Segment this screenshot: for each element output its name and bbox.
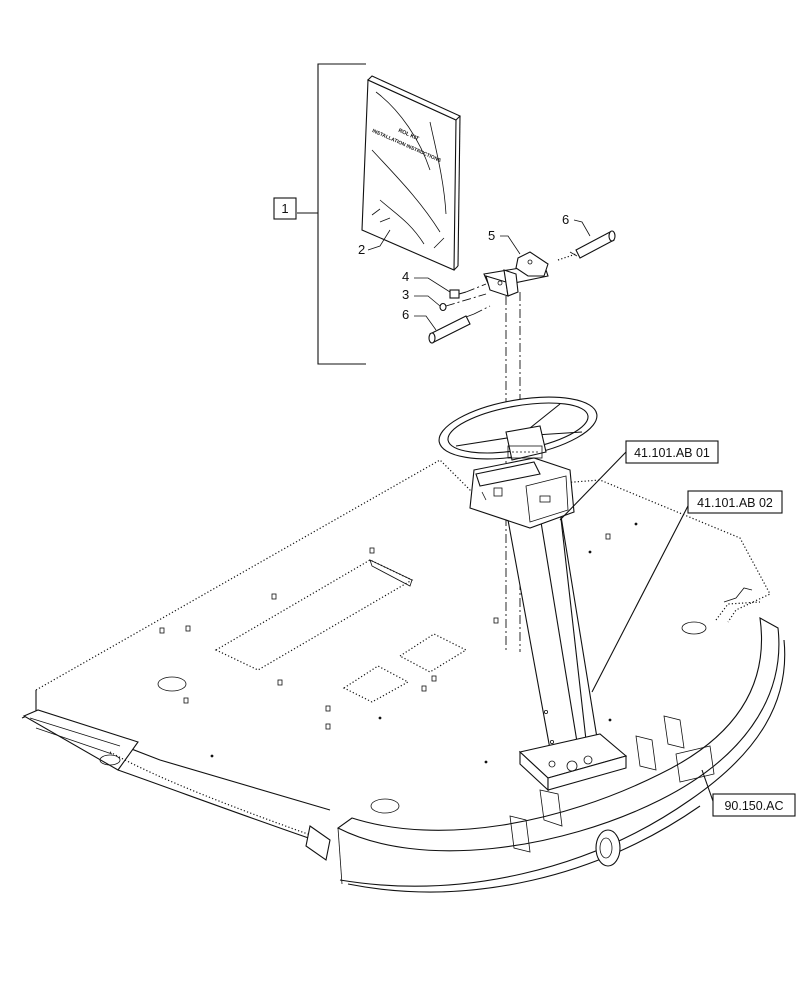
reference-90-150-ac[interactable]: 90.150.AC [712,793,796,817]
callout-1[interactable]: 1 [273,197,297,220]
svg-text:2: 2 [358,242,365,257]
callout-3[interactable]: 3 [402,287,441,307]
svg-text:6: 6 [402,307,409,322]
svg-text:3: 3 [402,287,409,302]
callout-4[interactable]: 4 [402,269,451,293]
reference-41-101-ab-01[interactable]: 41.101.AB 01 [625,440,719,464]
reference-41-101-ab-02[interactable]: 41.101.AB 02 [687,490,783,514]
svg-text:41.101.AB 02: 41.101.AB 02 [697,496,773,510]
svg-text:4: 4 [402,269,409,284]
instruction-manual: ROL KIT INSTALLATION INSTRUCTIONS [361,75,461,271]
callout-6-upper[interactable]: 6 [562,212,591,237]
callout-5[interactable]: 5 [488,228,521,255]
bolt [449,283,487,299]
mower-deck [21,459,786,893]
pivot-pin-lower [428,305,491,344]
kit-bracket [297,63,366,365]
pivot-pin-upper [557,230,616,261]
skirt-slots [509,715,715,853]
steering-column [507,509,628,792]
washer [439,293,487,312]
steering-wheel [438,396,598,461]
callout-2[interactable]: 2 [358,229,391,257]
svg-text:5: 5 [488,228,495,243]
svg-text:90.150.AC: 90.150.AC [724,799,783,813]
steering-console [469,457,575,529]
mounting-bracket [483,251,549,297]
callout-6-lower[interactable]: 6 [402,307,437,331]
svg-text:6: 6 [562,212,569,227]
svg-text:1: 1 [281,201,288,216]
reference-leaders [559,451,715,805]
svg-text:41.101.AB 01: 41.101.AB 01 [634,446,710,460]
